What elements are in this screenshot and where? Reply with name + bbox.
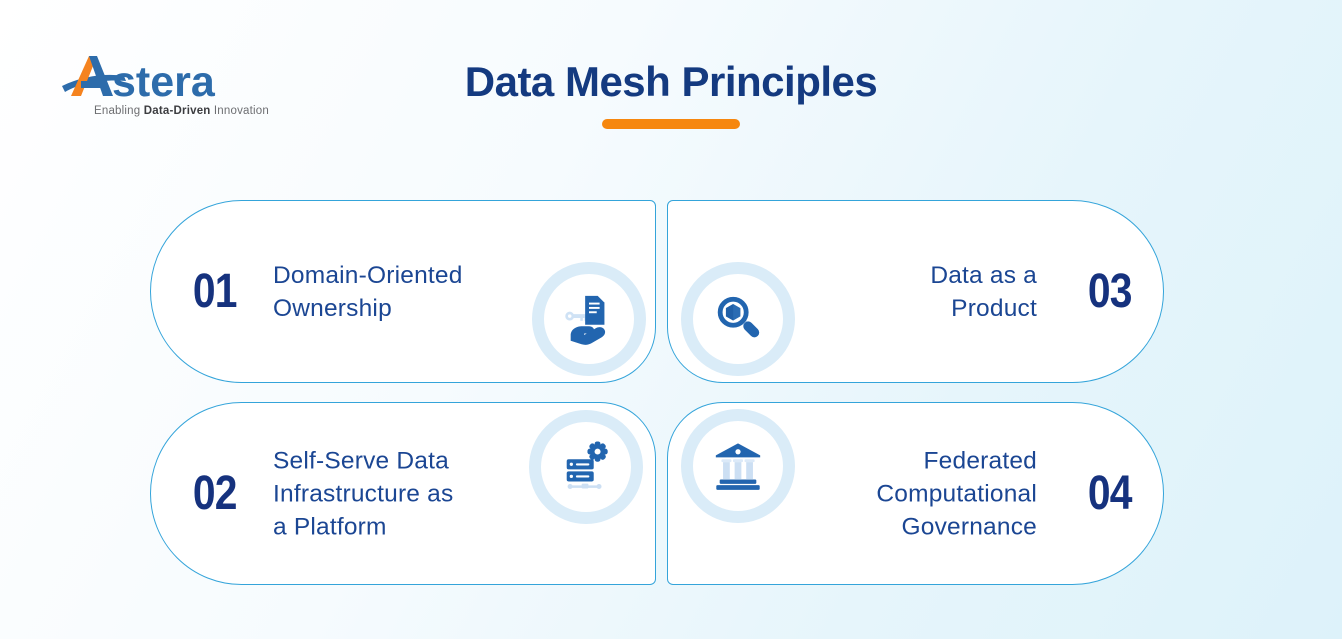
magnifier-cube-icon	[681, 262, 795, 376]
bank-governance-icon	[681, 409, 795, 523]
card-title: Data as a Product	[930, 261, 1037, 322]
logo-wordmark: stera	[112, 58, 216, 100]
logo-a-right-leg	[89, 56, 113, 96]
astera-logo-graphic: stera	[62, 56, 216, 106]
document-in-hand-icon	[532, 262, 646, 376]
card-number: 01	[192, 264, 238, 318]
card-number: 03	[1087, 264, 1132, 318]
astera-logo: stera Enabling Data-Driven Innovation	[60, 52, 270, 117]
server-gear-icon	[529, 410, 643, 524]
card-number: 04	[1087, 466, 1132, 520]
logo-tagline: Enabling Data-Driven Innovation	[94, 105, 269, 117]
card-number: 02	[192, 466, 238, 520]
card-title: Domain-Oriented Ownership	[273, 261, 463, 322]
title-underline	[602, 119, 740, 129]
card-federated-computational-governance: 04 Federated Computational Governance	[667, 402, 1164, 585]
card-domain-oriented-ownership: 01 Domain-Oriented Ownership	[150, 200, 656, 383]
logo-swoosh	[62, 74, 126, 92]
logo-a-crossbar	[81, 81, 103, 88]
card-self-serve-data-infrastructure: 02 Self-Serve Data Infrastructure as a P…	[150, 402, 656, 585]
logo-a-left-leg-orange	[71, 56, 97, 96]
card-data-as-a-product: 03 Data as a Product	[667, 200, 1164, 383]
card-title: Federated Computational Governance	[876, 447, 1037, 540]
card-title: Self-Serve Data Infrastructure as a Plat…	[273, 447, 454, 540]
